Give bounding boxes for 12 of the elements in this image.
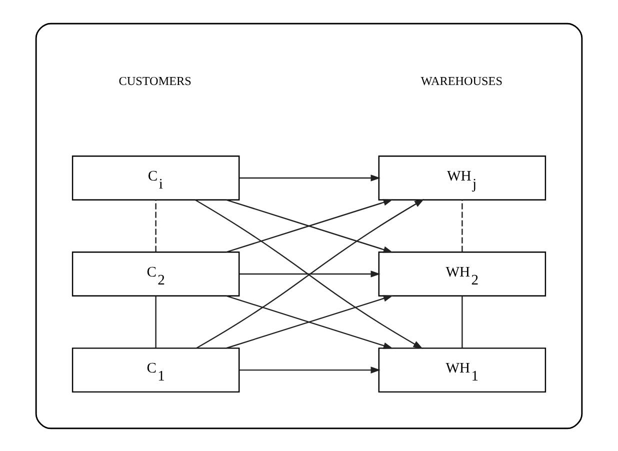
connector	[155, 199, 156, 252]
connector	[462, 295, 463, 348]
label: WAREHOUSES	[420, 73, 502, 88]
arrow	[226, 294, 394, 348]
cluster	[35, 22, 583, 429]
arrow	[239, 270, 380, 277]
label: CUSTOMERS	[118, 73, 192, 88]
arrow	[239, 174, 380, 181]
arrow	[226, 198, 394, 252]
connector	[155, 295, 156, 348]
connector	[462, 199, 463, 252]
arrow	[239, 366, 380, 373]
